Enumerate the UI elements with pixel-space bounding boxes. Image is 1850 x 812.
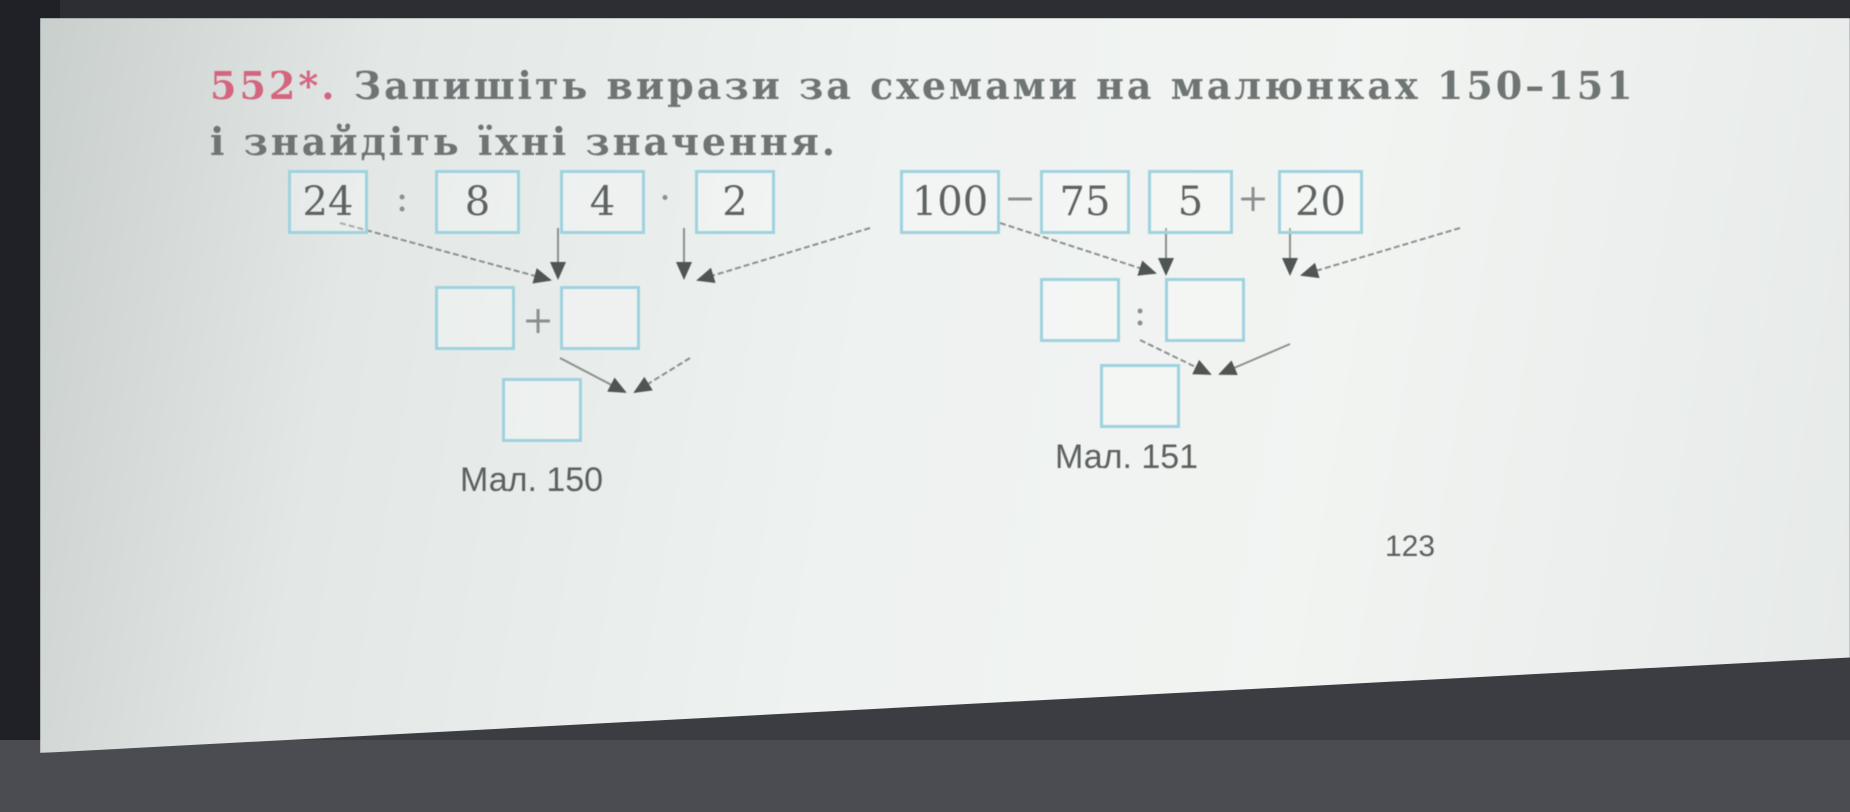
arrow-150-e: [559, 357, 627, 393]
task-line-1: 552*. Запишіть вирази за схемами на малю…: [210, 58, 1770, 114]
fig151-final-result: [1100, 364, 1180, 428]
arrow-150-a: [339, 222, 552, 284]
fig150-input-1: 24: [288, 170, 368, 234]
arrow-151-f: [1218, 343, 1291, 376]
fig150-result-right: [560, 286, 640, 350]
fig151-input-2: 75: [1040, 170, 1130, 234]
fig151-result-left: [1040, 278, 1120, 342]
textbook-page: 552*. Запишіть вирази за схемами на малю…: [40, 18, 1850, 753]
background-bottom: [0, 740, 1850, 812]
fig150-input-4: 2: [695, 170, 775, 234]
fig150-final-result: [502, 378, 582, 442]
fig150-op-divide: :: [395, 176, 409, 220]
fig150-input-3: 4: [560, 170, 645, 234]
fig151-input-3: 5: [1148, 170, 1233, 234]
fig151-op-minus: −: [1004, 176, 1036, 220]
arrow-151-e: [1139, 339, 1212, 375]
task-text: 552*. Запишіть вирази за схемами на малю…: [210, 58, 1770, 170]
fig150-op-plus: +: [522, 298, 554, 342]
fig151-op-divide: :: [1133, 290, 1147, 334]
fig151-caption: Мал. 151: [1055, 438, 1199, 476]
arrow-layer: [339, 222, 1461, 394]
arrow-150-f: [633, 357, 691, 394]
fig150-result-left: [435, 286, 515, 350]
task-line-1-text: Запишіть вирази за схемами на малюнках 1…: [353, 63, 1636, 108]
fig150-caption: Мал. 150: [460, 461, 604, 499]
fig150-input-2: 8: [435, 170, 520, 234]
schemes: 24 : 8 4 · 2 + Мал. 150 100 − 75 5 + 20 …: [40, 18, 1850, 753]
fig151-input-4: 20: [1278, 170, 1363, 234]
task-line-2: і знайдіть їхні значення.: [210, 119, 839, 164]
page-number: 123: [1385, 530, 1436, 563]
fig150-op-multiply: ·: [658, 176, 672, 220]
fig151-result-right: [1165, 278, 1245, 342]
arrow-151-a: [999, 222, 1157, 276]
fig151-op-plus: +: [1237, 176, 1269, 220]
fig151-input-1: 100: [900, 170, 1000, 234]
arrow-151-d: [1300, 227, 1461, 279]
arrow-150-d: [696, 227, 871, 284]
task-number: 552*.: [210, 63, 338, 108]
